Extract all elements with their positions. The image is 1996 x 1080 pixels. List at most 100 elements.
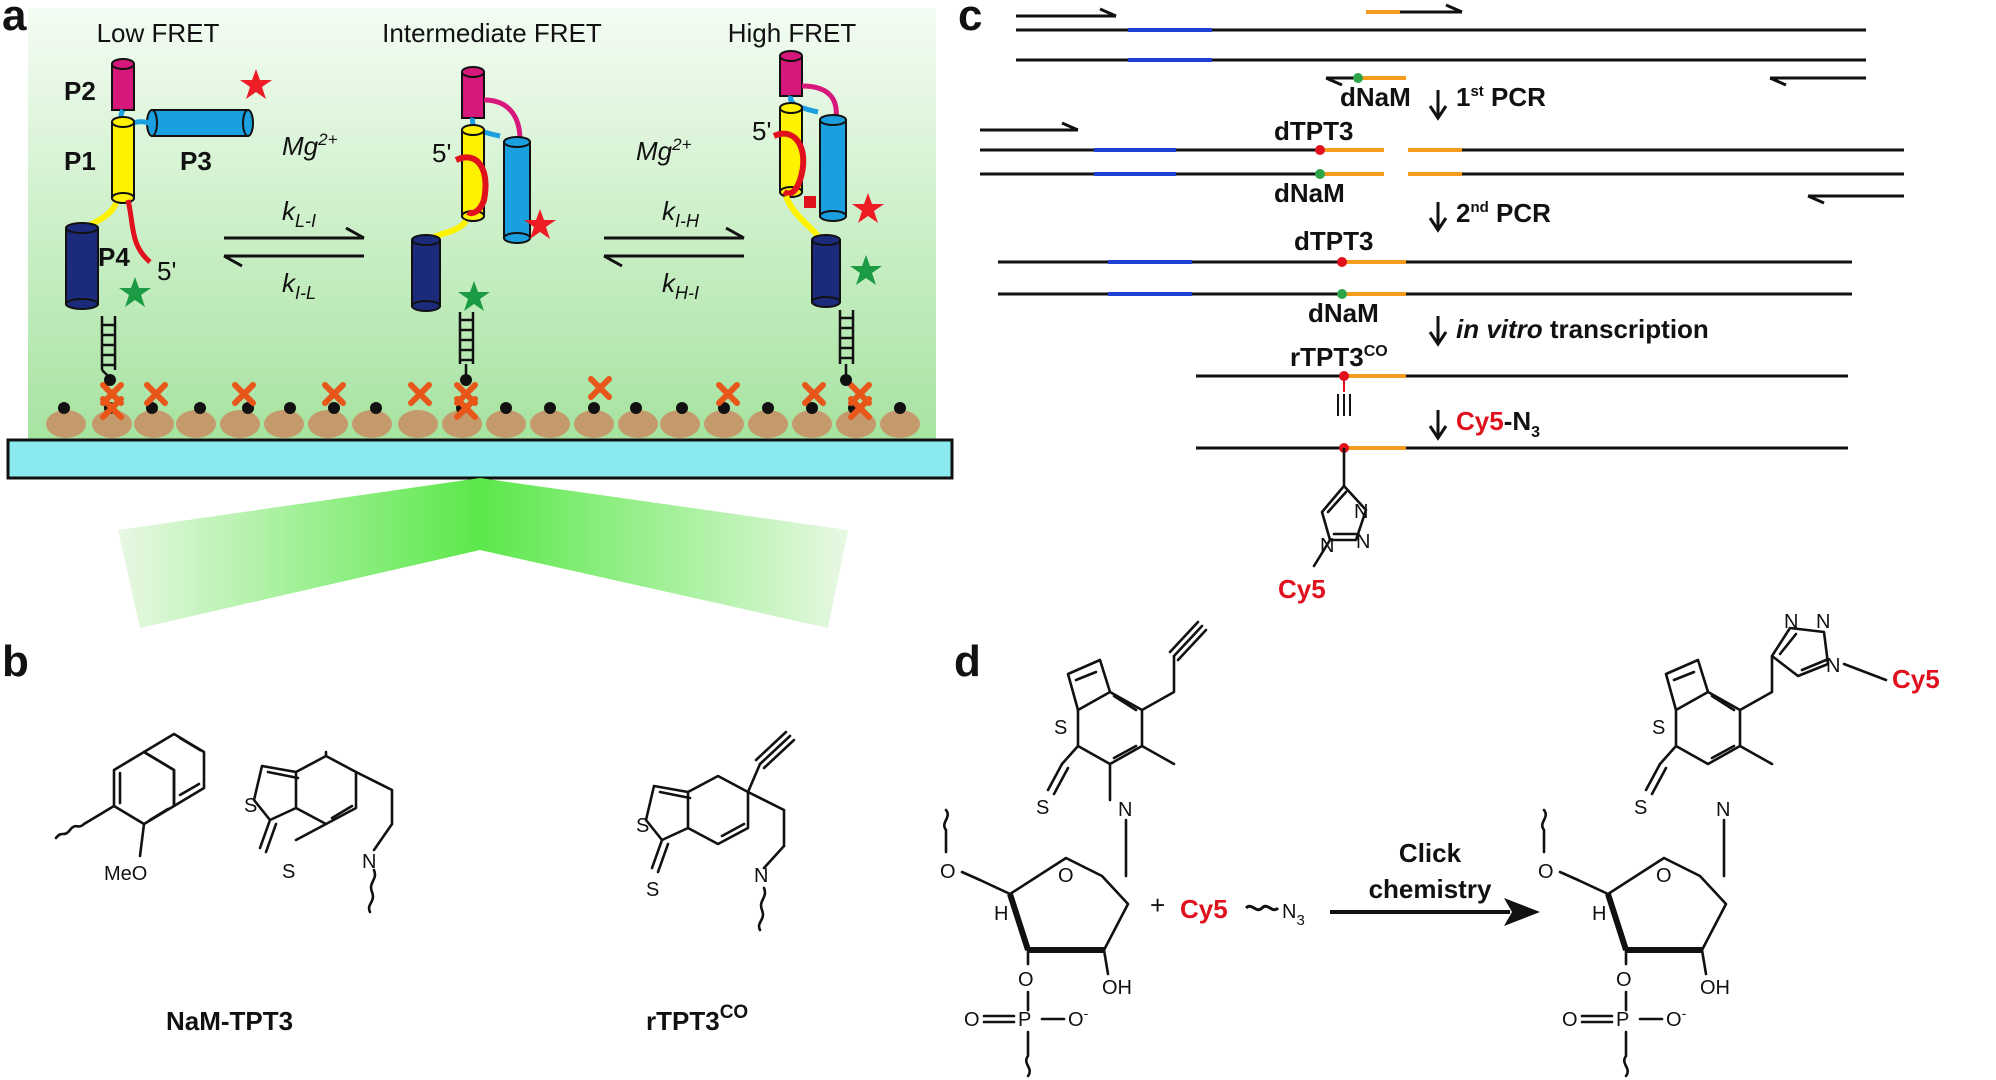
plus-sign: + bbox=[1150, 890, 1165, 920]
equilibrium-arrows-1: kL-I kI-L bbox=[223, 196, 365, 303]
star-acceptor bbox=[240, 69, 272, 99]
surface-bead bbox=[574, 410, 614, 438]
prod-atom-s: S bbox=[1652, 717, 1665, 739]
helix-p3 bbox=[151, 109, 249, 137]
label-dnam-2: dNaM bbox=[1274, 178, 1345, 208]
react-atom-h: H bbox=[994, 903, 1008, 925]
surface-bead bbox=[308, 410, 348, 438]
react-atom-n: N bbox=[1118, 799, 1132, 821]
product-structure: N N N Cy5 S S N O OH H O O bbox=[1538, 611, 1940, 1078]
rna-transcript: rTPT3CO bbox=[1196, 342, 1848, 416]
atom-s: S bbox=[244, 795, 257, 817]
label-nam-tpt3: NaM-TPT3 bbox=[166, 1006, 293, 1036]
surface-bead bbox=[92, 410, 132, 438]
label-rtpt3co: rTPT3CO bbox=[646, 1002, 748, 1036]
biotin-dot bbox=[762, 402, 774, 414]
reaction-arrow-head bbox=[1504, 898, 1540, 926]
surface-bead bbox=[618, 410, 658, 438]
surface-bead bbox=[134, 410, 174, 438]
triazole-n3: N bbox=[1320, 535, 1334, 557]
surface-bead bbox=[660, 410, 700, 438]
atom-s-thione-2: S bbox=[646, 879, 659, 901]
panel-c: c dNaM 1st PCR dTPT3 bbox=[958, 0, 1904, 604]
prod-atom-o-5p: O bbox=[1538, 861, 1554, 883]
prod-triazole-n2: N bbox=[1784, 611, 1798, 633]
label-dnam-1: dNaM bbox=[1340, 82, 1411, 112]
tpt3-structure: S S N bbox=[244, 750, 394, 914]
panel-b: b MeO S S N bbox=[2, 637, 796, 1036]
react-atom-s: S bbox=[1054, 717, 1067, 739]
light-beam-left bbox=[118, 478, 480, 628]
prod-atom-oh: OH bbox=[1700, 977, 1730, 999]
surface-bead bbox=[792, 410, 832, 438]
surface-bead bbox=[398, 410, 438, 438]
labeled-rna: N N N Cy5 bbox=[1196, 443, 1848, 604]
react-atom-s-thione: S bbox=[1036, 797, 1049, 819]
state-high-fret: High FRET bbox=[728, 18, 857, 48]
biotin-dot bbox=[328, 402, 340, 414]
state-low-fret: Low FRET bbox=[97, 18, 220, 48]
prod-triazole-n1: N bbox=[1816, 611, 1830, 633]
surface-bead bbox=[530, 410, 570, 438]
biotin-dot bbox=[588, 402, 600, 414]
surface-beads bbox=[46, 364, 920, 438]
star-donor bbox=[119, 277, 151, 307]
label-five-prime: 5' bbox=[157, 256, 176, 286]
molecule-intermediate-fret: 5' bbox=[411, 66, 556, 364]
helix-p1 bbox=[111, 121, 135, 199]
step-cy5-n3: Cy5-N3 bbox=[1456, 406, 1540, 441]
atom-meo: MeO bbox=[104, 863, 147, 885]
label-five-prime-2: 5' bbox=[432, 138, 451, 168]
click-label-1: Click bbox=[1399, 838, 1462, 868]
anchor-dot bbox=[104, 374, 116, 386]
click-label-2: chemistry bbox=[1369, 874, 1492, 904]
step-1st-pcr: 1st PCR bbox=[1456, 82, 1546, 112]
atom-s-2: S bbox=[636, 815, 649, 837]
atom-n: N bbox=[362, 851, 376, 873]
surface-bead bbox=[352, 410, 392, 438]
biotin-dot bbox=[500, 402, 512, 414]
surface-bead bbox=[486, 410, 526, 438]
react-atom-o-3p: O bbox=[1018, 969, 1034, 991]
state-intermediate-fret: Intermediate FRET bbox=[382, 18, 602, 48]
prod-atom-s-thione: S bbox=[1634, 797, 1647, 819]
prod-atom-o-double: O bbox=[1562, 1009, 1578, 1031]
panel-d: d S S N O OH bbox=[940, 611, 1940, 1078]
biotin-dot bbox=[544, 402, 556, 414]
biotin-dot bbox=[676, 402, 688, 414]
surface-bead bbox=[748, 410, 788, 438]
react-atom-o-double: O bbox=[964, 1009, 980, 1031]
biotin-dot bbox=[58, 402, 70, 414]
step-2nd-pcr: 2nd PCR bbox=[1456, 198, 1551, 228]
react-atom-p: P bbox=[1018, 1009, 1031, 1031]
surface-bead bbox=[880, 410, 920, 438]
label-p2: P2 bbox=[64, 76, 96, 106]
panel-letter-c: c bbox=[958, 0, 982, 40]
label-dtpt3-2: dTPT3 bbox=[1294, 226, 1373, 256]
react-atom-o-5p: O bbox=[940, 861, 956, 883]
reagent-n3: N3 bbox=[1282, 901, 1305, 929]
react-atom-oh: OH bbox=[1102, 977, 1132, 999]
anchor-dot bbox=[460, 374, 472, 386]
molecule-low-fret: P2 P1 P3 P4 5' bbox=[64, 58, 272, 379]
atom-s-thione: S bbox=[282, 861, 295, 883]
surface-bead bbox=[176, 410, 216, 438]
rate-k-i-l: kI-L bbox=[282, 268, 316, 303]
prod-atom-n: N bbox=[1716, 799, 1730, 821]
biotin-dot bbox=[284, 402, 296, 414]
triazole-n1: N bbox=[1354, 501, 1368, 523]
panel-letter-b: b bbox=[2, 637, 29, 686]
prod-atom-o-minus: O- bbox=[1666, 1005, 1687, 1031]
biotin-dot bbox=[894, 402, 906, 414]
pcr-product-2: dTPT3 dNaM bbox=[998, 226, 1852, 328]
mg-label-1: Mg2+ bbox=[282, 130, 338, 161]
surface-bead bbox=[264, 410, 304, 438]
helix-p2 bbox=[111, 63, 135, 111]
helix-p4 bbox=[65, 227, 99, 305]
rtpt3co-structure: S S N bbox=[636, 730, 796, 932]
light-beam-right bbox=[480, 478, 848, 628]
react-atom-o-ring: O bbox=[1058, 865, 1074, 887]
nam-structure: MeO bbox=[54, 732, 206, 885]
rate-k-l-i: kL-I bbox=[282, 196, 316, 231]
